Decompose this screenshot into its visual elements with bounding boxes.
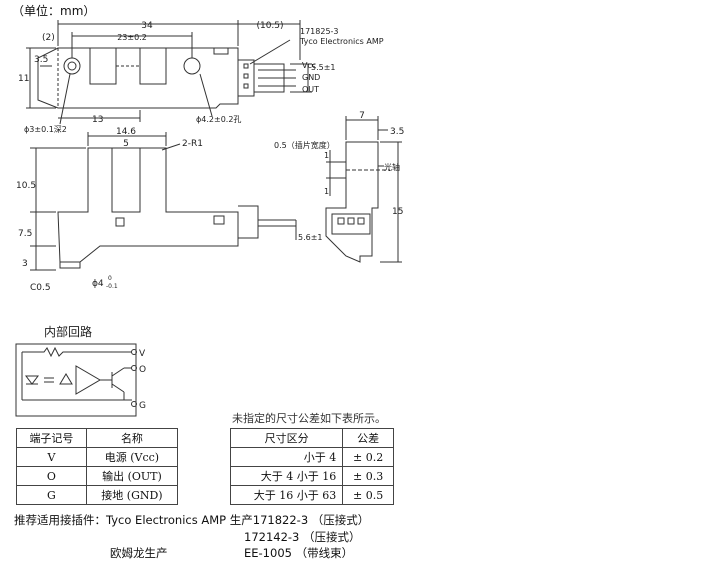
omron-label: 欧姆龙生产 [110,546,168,560]
terminal-col-symbol: 端子记号 [16,428,87,448]
tolerance-value: ± 0.3 [342,466,394,486]
optical-axis-label: 光轴 [384,162,400,172]
terminal-col-name: 名称 [85,428,179,448]
top-body-outline [37,47,239,109]
table-row: 小于 4 ± 0.2 [229,447,394,467]
left-hole [63,57,81,75]
tolerance-note: 未指定的尺寸公差如下表所示。 [232,412,386,425]
dim-side-1b: 1 [324,187,329,196]
terminal-o-dot [131,365,137,371]
dim-side-7: 7 [359,111,365,121]
dim-c0-5: C0.5 [30,283,51,293]
unit-label: （单位：mm） [12,4,96,18]
dim-23: 23±0.2 [117,33,147,42]
circuit-title: 内部回路 [44,324,92,339]
tolerance-col-range: 尺寸区分 [229,428,344,448]
dim-11: 11 [18,74,29,84]
terminal-v: V [139,349,146,359]
dim-3-5: 3.5 [34,55,48,65]
dim-3: 3 [22,259,28,269]
dim-hole-left: ϕ3±0.1深2 [24,125,67,134]
table-row: 大于 4 小于 16 ± 0.3 [229,466,394,486]
tolerance-col-value: 公差 [342,428,394,448]
dim-13: 13 [92,115,103,125]
terminal-symbol: G [16,485,87,505]
dim-5: 5 [123,139,129,149]
table-row: V 电源 (Vcc) [16,447,179,467]
side-body-outline [325,141,379,263]
pin-gnd: GND [302,73,320,82]
top-view [26,20,312,125]
dim-phi4: ϕ4 [92,279,104,289]
recommended-connector-line: 推荐适用接插件：Tyco Electronics AMP 生产171822-3 … [14,513,370,527]
dim-phi4-tol-top: 0 [108,275,112,282]
tolerance-value: ± 0.5 [342,485,394,505]
dim-34: 34 [141,21,153,31]
right-hole [183,57,201,75]
terminal-name: 接地 (GND) [85,485,179,505]
dim-7-5: 7.5 [18,229,32,239]
terminal-name: 电源 (Vcc) [85,447,179,467]
terminal-symbol: O [16,466,87,486]
terminal-name: 输出 (OUT) [85,466,179,486]
terminal-symbol: V [16,447,87,467]
front-body-outline [57,147,239,263]
side-view [325,116,402,263]
dim-10-5-v: 10.5 [16,181,36,191]
dim-14-6: 14.6 [116,127,136,137]
terminal-table: 端子记号 名称 V 电源 (Vcc) O 输出 (OUT) G 接地 (GND) [16,428,179,505]
dim-side-3-5: 3.5 [390,127,404,137]
dim-2: (2) [42,33,55,43]
dim-2-r1: 2-R1 [182,139,203,149]
pin-width-label: 0.5（插片宽度） [274,140,335,150]
connector-part-no: 171825-3 [300,27,339,36]
terminal-v-dot [131,349,137,355]
dim-hole-right: ϕ4.2±0.2孔 [196,115,241,124]
amp-triangle [75,365,101,395]
connector-maker: Tyco Electronics AMP [299,37,384,46]
front-view [30,132,297,271]
dim-5-5: 5.5±1 [311,63,336,72]
pin-out: OUT [302,85,319,94]
dim-10-5: (10.5) [256,21,283,31]
tolerance-range: 大于 16 小于 63 [229,485,344,505]
table-row: G 接地 (GND) [16,485,179,505]
dim-side-15: 15 [392,207,403,217]
pin-vcc: Vcc [302,61,316,70]
dim-5-6: 5.6±1 [298,233,323,242]
recommended-connector-line-2: 172142-3 （压接式） [244,530,361,544]
terminal-g: G [139,401,146,411]
tolerance-range: 小于 4 [229,447,344,467]
omron-part: EE-1005 （带线束） [244,546,354,560]
terminal-g-dot [131,401,137,407]
tolerance-table: 尺寸区分 公差 小于 4 ± 0.2 大于 4 小于 16 ± 0.3 大于 1… [229,428,394,505]
tolerance-value: ± 0.2 [342,447,394,467]
table-row: O 输出 (OUT) [16,466,179,486]
circuit-diagram [15,343,137,417]
terminal-o: O [139,365,146,375]
table-row: 大于 16 小于 63 ± 0.5 [229,485,394,505]
tolerance-range: 大于 4 小于 16 [229,466,344,486]
dim-phi4-tol-bot: -0.1 [106,283,118,290]
dim-side-1a: 1 [324,151,329,160]
